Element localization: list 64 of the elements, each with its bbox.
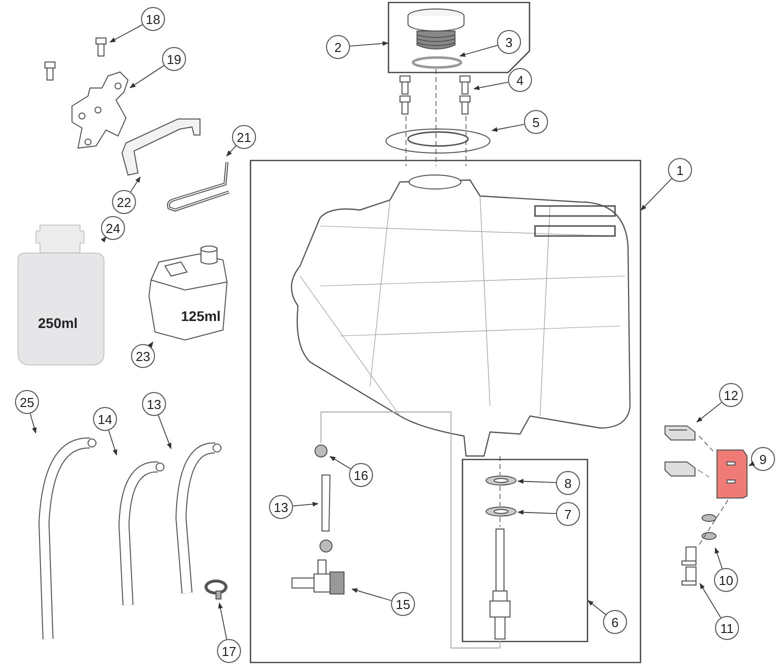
- leader-line: [158, 414, 172, 450]
- group-frame: [462, 459, 588, 642]
- callout-number: 16: [349, 463, 373, 487]
- filler-cap-drawing: [405, 7, 467, 51]
- leader-line: [698, 500, 728, 546]
- callout-number: 23: [131, 344, 155, 368]
- washer-drawing: [484, 475, 518, 486]
- callout-number: 15: [391, 592, 415, 616]
- group-frame: [388, 2, 530, 73]
- flange-gasket-drawing: [384, 127, 492, 155]
- leader-line: [226, 145, 236, 156]
- volume-label: 125ml: [181, 308, 221, 324]
- leader-line: [700, 582, 722, 618]
- washer-drawing: [484, 506, 518, 517]
- callout-number: 18: [141, 7, 165, 31]
- hose-clamp-drawing: [312, 443, 330, 459]
- leader-line: [517, 478, 556, 484]
- callout-number: 13: [269, 495, 293, 519]
- leader-line: [148, 342, 154, 348]
- callout-number: 8: [556, 471, 580, 495]
- leader-line: [329, 456, 352, 470]
- volume-label: 250ml: [38, 315, 78, 331]
- o-ring-drawing: [411, 56, 463, 69]
- callout-number: 10: [714, 568, 738, 592]
- leader-line: [100, 236, 106, 242]
- leader-line: [292, 502, 319, 507]
- callout-number: 12: [719, 383, 743, 407]
- leader-line: [109, 24, 143, 43]
- callout-number: 9: [751, 447, 775, 471]
- callout-number: 11: [715, 616, 739, 640]
- leader-line: [351, 588, 392, 602]
- leader-line: [517, 510, 556, 515]
- callout-number: 1: [668, 158, 692, 182]
- leader-line: [473, 82, 509, 90]
- leader-line: [588, 600, 606, 615]
- callout-number: 5: [524, 110, 548, 134]
- leader-line: [130, 176, 141, 192]
- callout-number: 14: [93, 407, 117, 431]
- leader-line: [491, 124, 525, 132]
- leader-line: [320, 412, 500, 648]
- leader-line: [714, 547, 723, 570]
- callout-number: 22: [112, 190, 136, 214]
- leader-line: [698, 436, 714, 452]
- callout-number: 4: [508, 68, 532, 92]
- leader-line: [108, 430, 118, 456]
- callout-number: 2: [326, 35, 350, 59]
- callout-number: 25: [15, 390, 39, 414]
- callout-number: 24: [101, 216, 125, 240]
- callout-number: 7: [556, 502, 580, 526]
- leader-line: [30, 413, 37, 434]
- leader-line: [748, 461, 755, 466]
- callout-number: 19: [162, 47, 186, 71]
- leader-line: [696, 402, 722, 422]
- callout-number: 3: [497, 30, 521, 54]
- callout-number: 21: [232, 125, 256, 149]
- callout-number: 6: [603, 610, 627, 634]
- leader-line: [218, 602, 228, 640]
- group-frame: [250, 160, 641, 663]
- leader-line: [350, 41, 389, 47]
- leader-line: [640, 178, 672, 211]
- callout-number: 13: [142, 392, 166, 416]
- leader-line: [130, 65, 164, 88]
- leader-line: [459, 44, 498, 57]
- callout-number: 17: [217, 639, 241, 663]
